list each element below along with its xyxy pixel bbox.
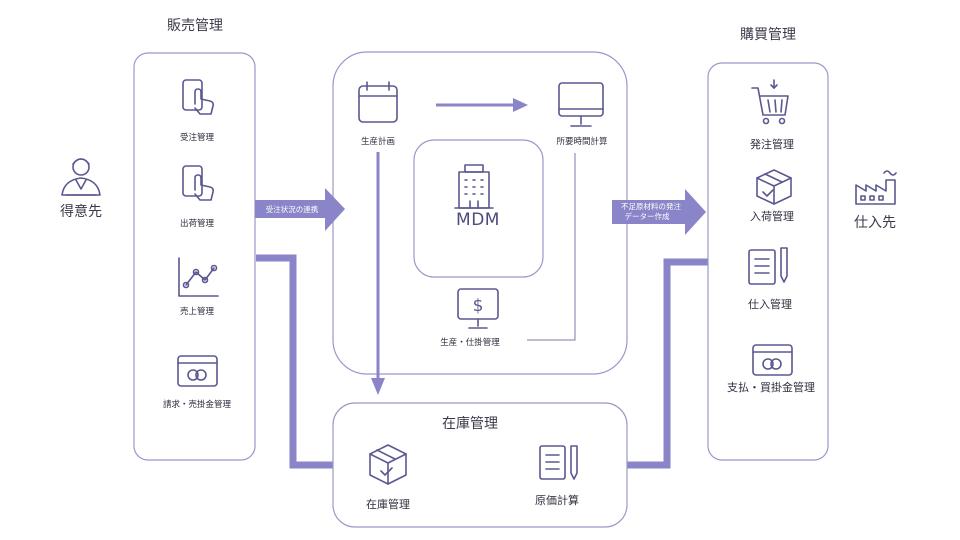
payment-card-icon bbox=[752, 344, 793, 376]
inventory-box-icon bbox=[369, 444, 407, 485]
order-tablet-icon bbox=[182, 79, 214, 115]
purchase-title: 購買管理 bbox=[740, 27, 796, 43]
shortage-arrow bbox=[612, 189, 706, 235]
purchase-item-purchase: 仕入管理 bbox=[748, 298, 792, 311]
plan-to-time-arrow bbox=[436, 98, 528, 112]
calendar-icon bbox=[358, 81, 398, 123]
inventory-panel bbox=[332, 402, 628, 528]
billing-card-icon bbox=[177, 355, 218, 387]
sales-chart-icon bbox=[178, 257, 219, 297]
receiving-box-icon bbox=[756, 169, 792, 205]
connector-sales-inventory bbox=[256, 254, 333, 469]
sales-item-billing: 請求・売掛金管理 bbox=[162, 400, 232, 410]
purchase-item-payment: 支払・買掛金管理 bbox=[727, 381, 815, 394]
dollar-monitor-icon bbox=[457, 288, 499, 329]
shortage-text-line2: データー作成 bbox=[624, 212, 670, 221]
customer-label: 得意先 bbox=[60, 204, 102, 220]
sales-item-shipping: 出荷管理 bbox=[179, 219, 215, 229]
inventory-item-cost: 原価計算 bbox=[535, 494, 579, 507]
order-link-text: 受注状況の連携 bbox=[265, 205, 319, 214]
shortage-text-line1: 不足原材料の発注 bbox=[621, 202, 681, 211]
inventory-title: 在庫管理 bbox=[442, 416, 498, 432]
cost-document-icon bbox=[539, 445, 578, 480]
supplier-label: 仕入先 bbox=[854, 215, 896, 231]
shipping-tablet-icon bbox=[182, 165, 214, 201]
cost-mgmt-label: 生産・仕掛管理 bbox=[440, 338, 500, 348]
purchase-item-receiving: 入荷管理 bbox=[750, 210, 794, 223]
monitor-icon bbox=[558, 82, 604, 127]
time-to-cost-line bbox=[527, 153, 576, 341]
mdm-label: MDM bbox=[456, 210, 500, 230]
time-calc-label: 所要時間計算 bbox=[556, 137, 608, 147]
connector-inventory-purchase bbox=[627, 258, 708, 469]
plan-to-inventory-arrow bbox=[371, 152, 385, 395]
customer-icon bbox=[61, 158, 101, 196]
factory-icon bbox=[855, 170, 897, 205]
order-link-arrow bbox=[255, 188, 345, 231]
purchase-document-icon bbox=[748, 247, 788, 285]
dollar-sign-icon: $ bbox=[473, 296, 484, 316]
purchase-item-order: 発注管理 bbox=[750, 138, 794, 151]
cart-icon bbox=[751, 79, 789, 125]
purchase-panel bbox=[707, 62, 829, 461]
sales-item-sales: 売上管理 bbox=[179, 307, 215, 317]
inventory-item-stock: 在庫管理 bbox=[366, 498, 410, 511]
building-icon bbox=[454, 164, 494, 209]
sales-panel bbox=[133, 52, 256, 461]
sales-item-order: 受注管理 bbox=[179, 133, 215, 143]
sales-title: 販売管理 bbox=[167, 18, 223, 34]
production-plan-label: 生産計画 bbox=[360, 137, 396, 147]
